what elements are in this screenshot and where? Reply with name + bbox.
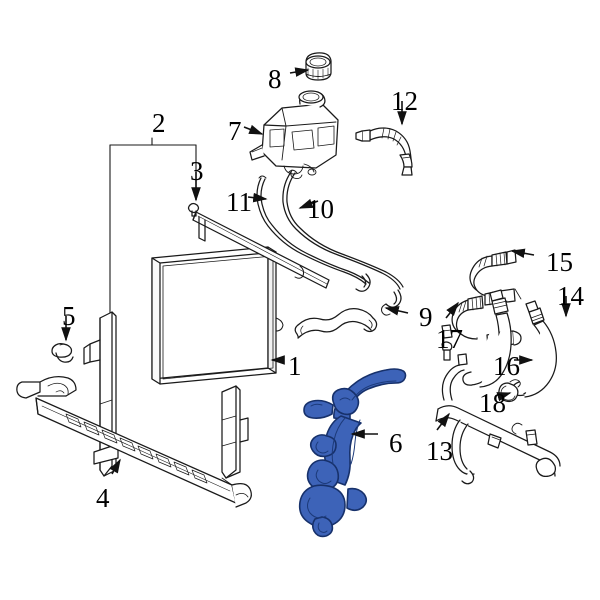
part-lower-air-deflector: [16, 376, 252, 508]
leader-4: [109, 458, 121, 475]
callout-15: 15: [546, 247, 573, 277]
part-reservoir-cap: [305, 52, 332, 81]
part-lower-coolant-pipe: [435, 353, 561, 485]
callout-9: 9: [419, 302, 433, 332]
leader-15: [510, 248, 535, 259]
callout-5: 5: [62, 301, 76, 331]
part-upper-insulator: [187, 202, 200, 217]
part-heater-return-hose: [512, 300, 557, 398]
callout-18: 18: [479, 388, 506, 418]
part-reservoir-supply-hose: [355, 127, 413, 176]
callout-2: 2: [152, 108, 166, 138]
part-mount-bushing: [51, 343, 74, 363]
callout-11: 11: [226, 187, 252, 217]
part-coolant-hose-highlighted: [298, 368, 407, 538]
callout-16: 16: [493, 351, 520, 381]
callout-12: 12: [391, 86, 418, 116]
callout-3: 3: [190, 156, 204, 186]
part-radiator-inlet-hose: [294, 308, 378, 339]
leader-11: [247, 192, 268, 203]
callout-8: 8: [268, 64, 282, 94]
callout-14: 14: [557, 281, 584, 311]
leader-17: [445, 301, 459, 319]
part-heater-outlet-hose: [462, 289, 512, 388]
leader-9: [384, 306, 409, 316]
part-overflow-hose: [282, 169, 404, 316]
callout-7: 7: [228, 116, 242, 146]
callout-13: 13: [426, 436, 453, 466]
leader-13: [436, 412, 450, 431]
leader-8: [289, 67, 310, 77]
callout-10: 10: [307, 194, 334, 224]
part-mount-stud-small: [441, 324, 453, 361]
leader-10: [298, 198, 319, 209]
part-radiator: [151, 246, 284, 385]
callout-1: 1: [288, 351, 302, 381]
part-coolant-reservoir-tank: [249, 90, 339, 180]
callout-4: 4: [96, 483, 110, 513]
callout-17: 17: [436, 324, 463, 354]
leader-18: [496, 392, 512, 402]
callout-leaders: [61, 67, 571, 475]
leader-7: [243, 124, 264, 135]
callout-6: 6: [389, 428, 403, 458]
